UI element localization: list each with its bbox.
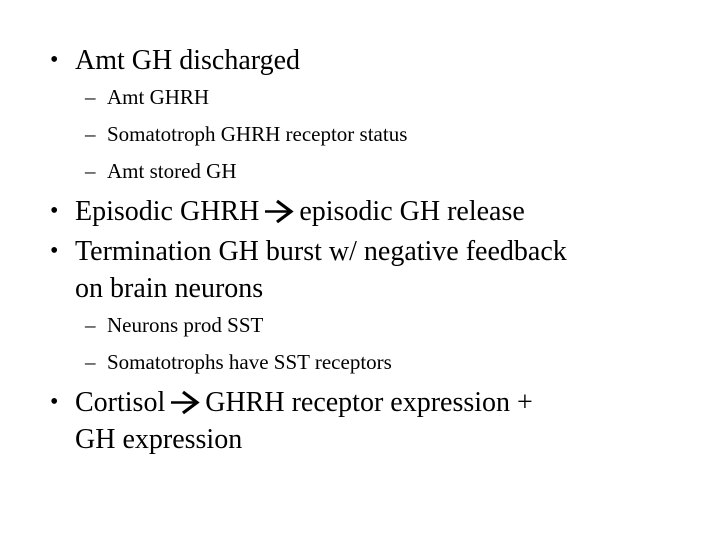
sub-bullet-text: Somatotrophs have SST receptors	[107, 350, 392, 374]
right-arrow-icon	[170, 390, 200, 415]
sub-bullet-text: Amt GHRH	[107, 85, 210, 109]
dash-marker: –	[85, 159, 96, 183]
bullet-text-pre: Cortisol	[75, 387, 166, 418]
bullet-marker: •	[50, 238, 59, 264]
bullet-text: Amt GH discharged	[75, 45, 300, 76]
right-arrow-icon	[264, 199, 294, 224]
bullet-text: Termination GH burst w/ negative feedbac…	[75, 233, 650, 307]
sub-bullet-item: – Neurons prod SST	[50, 307, 650, 344]
sub-bullet-text: Amt stored GH	[107, 159, 237, 183]
sub-bullet-item: – Somatotroph GHRH receptor status	[50, 116, 650, 153]
sub-bullet-item: – Somatotrophs have SST receptors	[50, 344, 650, 381]
bullet-marker: •	[50, 389, 59, 415]
bullet-item: • Episodic GHRH episodic GH release	[50, 193, 650, 230]
bullet-text: Episodic GHRH episodic GH release	[75, 193, 650, 230]
bullet-marker: •	[50, 47, 59, 73]
bullet-text-post: episodic GH release	[299, 196, 525, 227]
dash-marker: –	[85, 350, 96, 374]
bullet-text: Cortisol GHRH receptor expression + GH ex…	[75, 384, 650, 458]
dash-marker: –	[85, 122, 96, 146]
bullet-text-pre: Episodic GHRH	[75, 196, 260, 227]
bullet-text-line2: on brain neurons	[75, 273, 264, 304]
bullet-item: • Amt GH discharged	[50, 42, 650, 79]
bullet-item: • Cortisol GHRH receptor expression + GH …	[50, 384, 650, 458]
bullet-marker: •	[50, 198, 59, 224]
bullet-text-line2: GH expression	[75, 424, 243, 455]
bullet-text-line1: Termination GH burst w/ negative feedbac…	[75, 236, 567, 267]
dash-marker: –	[85, 85, 96, 109]
dash-marker: –	[85, 313, 96, 337]
sub-bullet-item: – Amt GHRH	[50, 79, 650, 116]
bullet-item: • Termination GH burst w/ negative feedb…	[50, 233, 650, 307]
sub-bullet-item: – Amt stored GH	[50, 153, 650, 190]
bullet-text-post: GHRH receptor expression +	[205, 387, 533, 418]
sub-bullet-text: Somatotroph GHRH receptor status	[107, 122, 408, 146]
sub-bullet-text: Neurons prod SST	[107, 313, 264, 337]
